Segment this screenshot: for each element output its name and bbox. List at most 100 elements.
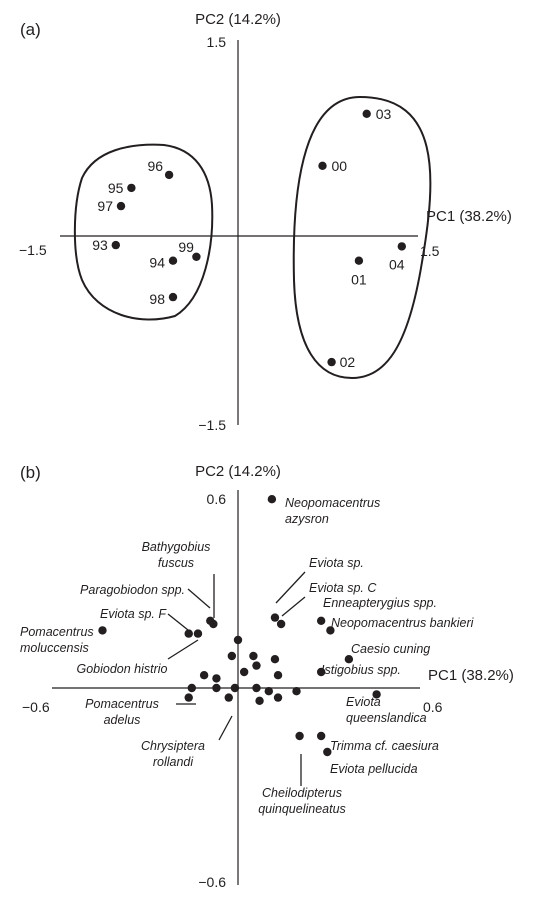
panel-a-point-93 — [111, 240, 121, 250]
panel-b-species-point — [316, 667, 326, 677]
panel-b-species-point-unlabeled — [255, 696, 264, 705]
panel-b-species-label: Neopomacentrus bankieri — [331, 616, 475, 630]
panel-b-species-label-line2: azysron — [285, 512, 329, 526]
panel-b-species-point — [295, 731, 304, 741]
panel-b-species-point — [326, 626, 335, 635]
panel-b-species-point — [206, 616, 215, 625]
panel-b-y-axis-title: PC2 (14.2%) — [195, 463, 281, 480]
panel-b-species-point-unlabeled — [199, 671, 209, 680]
panel-a-point-00 — [318, 161, 327, 170]
panel-b-species-label: Paragobiodon spp. — [80, 583, 185, 597]
panel-a-point-label-04: 04 — [389, 256, 405, 272]
panel-a-point-95 — [127, 183, 136, 193]
panel-b-points — [98, 495, 381, 757]
panel-b-species-label: Pomacentrus — [85, 697, 159, 711]
panel-b-species-point-unlabeled — [264, 687, 273, 696]
panel-b-species-point-unlabeled — [292, 687, 301, 696]
panel-a-x-axis-title: PC1 (38.2%) — [426, 208, 512, 225]
panel-b-leader-line — [275, 571, 306, 604]
panel-a-point-96 — [164, 170, 174, 180]
panel-a-point-label-93: 93 — [92, 237, 108, 253]
panel-a-point-label-98: 98 — [149, 291, 165, 307]
panel-a-point-02 — [327, 357, 336, 367]
panel-a-point-99 — [192, 252, 201, 261]
panel-b-y-tick-max: 0.6 — [207, 491, 227, 507]
panel-a-point-94 — [168, 256, 178, 265]
panel-b-species-label-line2: adelus — [104, 713, 141, 727]
panel-b-tag: (b) — [20, 463, 41, 482]
panel-b-species-label-line2: quinquelineatus — [258, 802, 346, 816]
panel-b-x-axis-title: PC1 (38.2%) — [428, 667, 514, 684]
panel-b-species-label: Eviota — [346, 695, 381, 709]
panel-a-point-label-01: 01 — [351, 272, 367, 288]
panel-b-species-label: Pomacentrus — [20, 625, 94, 639]
panel-b-species-label: Trimma cf. caesiura — [330, 739, 439, 753]
panel-b-species-label: Eviota pellucida — [330, 762, 418, 776]
panel-b-species-point — [323, 747, 332, 757]
panel-b-species-label: Eviota sp. — [309, 556, 364, 570]
panel-b-species-label: Eviota sp. C — [309, 581, 377, 595]
panel-b-leader-lines — [167, 571, 306, 786]
panel-b-species-point-unlabeled — [212, 674, 221, 683]
panel-b-leader-line — [187, 588, 211, 609]
panel-b-species-point — [276, 619, 286, 629]
panel-b-species-point-unlabeled — [270, 655, 280, 664]
panel-b-species-label: Eviota sp. F — [100, 607, 167, 621]
panel-b-species-point-unlabeled — [239, 667, 249, 677]
panel-b-species-point — [344, 655, 354, 664]
panel-a-x-tick-min: −1.5 — [19, 242, 47, 258]
panel-b-y-tick-min: −0.6 — [198, 874, 226, 890]
panel-b-species-label: Bathygobius — [142, 540, 211, 554]
panel-b-species-point — [316, 731, 326, 741]
panel-a-point-04 — [397, 242, 406, 251]
panel-b-pca-species: (b) PC2 (14.2%) PC1 (38.2%) 0.6 −0.6 −0.… — [20, 463, 514, 890]
panel-b-species-point — [193, 629, 203, 638]
panel-b-species-label: Caesio cuning — [351, 642, 430, 656]
panel-b-species-point-unlabeled — [249, 651, 258, 661]
panel-b-species-label: Chrysiptera — [141, 739, 205, 753]
panel-b-species-point-unlabeled — [212, 683, 221, 693]
panel-a-point-label-97: 97 — [97, 198, 113, 214]
panel-a-point-01 — [354, 256, 364, 265]
panel-a-tag: (a) — [20, 20, 41, 39]
panel-b-species-point-unlabeled — [252, 683, 261, 693]
panel-b-species-label: Neopomacentrus — [285, 496, 380, 510]
panel-b-leader-line — [281, 596, 306, 617]
panel-b-species-point — [267, 495, 277, 504]
panel-b-species-point — [98, 626, 107, 635]
panel-b-species-point-unlabeled — [187, 683, 196, 693]
panel-a-point-label-96: 96 — [148, 158, 164, 174]
panel-a-point-98 — [168, 292, 178, 302]
panel-a-point-label-99: 99 — [178, 239, 194, 255]
panel-b-species-point-unlabeled — [227, 651, 237, 661]
panel-b-species-point-unlabeled — [273, 671, 283, 680]
panel-b-species-label-line2: queenslandica — [346, 711, 427, 725]
panel-a-y-tick-min: −1.5 — [198, 417, 226, 433]
panel-b-species-point — [184, 693, 193, 702]
panel-a-group-outline-1990s — [73, 143, 214, 321]
panel-b-species-label: Istigobius spp. — [321, 663, 401, 677]
panel-b-species-label-line2: rollandi — [153, 755, 195, 769]
panel-a-point-label-00: 00 — [332, 158, 348, 174]
panel-a-point-03 — [362, 109, 371, 119]
panel-b-species-label-line2: fuscus — [158, 556, 194, 570]
panel-a-y-tick-max: 1.5 — [207, 34, 227, 50]
panel-b-species-point-unlabeled — [273, 693, 283, 702]
panel-a-point-label-02: 02 — [340, 354, 356, 370]
panel-b-species-point-unlabeled — [233, 635, 243, 645]
panel-a-point-label-03: 03 — [376, 106, 392, 122]
panel-a-group-outline-2000s — [292, 95, 432, 380]
panel-a-pca-years: (a) PC2 (14.2%) PC1 (38.2%) 1.5 −1.5 −1.… — [19, 11, 512, 433]
panel-b-species-point — [224, 693, 233, 702]
panel-b-x-tick-max: 0.6 — [423, 699, 443, 715]
panel-b-species-point-unlabeled — [252, 661, 261, 670]
panel-b-species-label: Gobiodon histrio — [76, 662, 167, 676]
panel-b-leader-line — [218, 715, 233, 741]
panel-b-species-point — [270, 613, 280, 622]
panel-b-species-label-line2: moluccensis — [20, 641, 89, 655]
panel-b-species-point — [372, 690, 381, 699]
panel-b-leader-line — [167, 639, 199, 660]
